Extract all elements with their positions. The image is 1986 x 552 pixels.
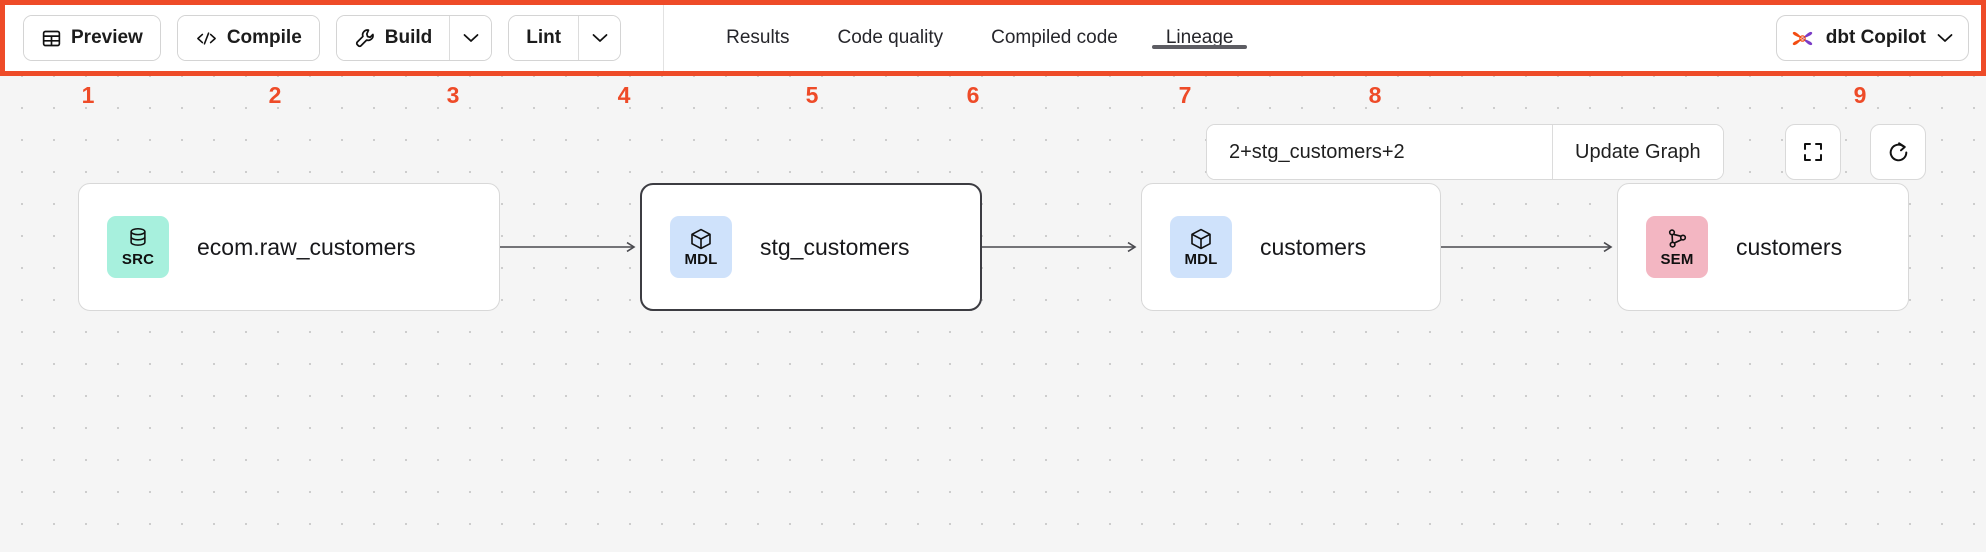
lineage-node-customers[interactable]: MDL customers — [1141, 183, 1441, 311]
tab-results[interactable]: Results — [702, 27, 813, 49]
annotation-marker-4: 4 — [617, 82, 631, 108]
lineage-node-label: ecom.raw_customers — [197, 233, 416, 260]
lint-button-label: Lint — [526, 27, 562, 48]
preview-button-label: Preview — [71, 27, 143, 48]
build-dropdown-button[interactable] — [449, 16, 492, 60]
toolbar-divider — [663, 5, 665, 71]
build-button[interactable]: Build — [336, 16, 450, 60]
node-badge-sem-label: SEM — [1660, 251, 1694, 268]
tab-lineage-label: Lineage — [1165, 27, 1234, 48]
node-badge-src-label: SRC — [121, 251, 155, 268]
annotation-marker-1: 1 — [81, 82, 95, 108]
dbt-copilot-button[interactable]: dbt Copilot — [1775, 15, 1969, 61]
tab-code-quality-label: Code quality — [837, 27, 944, 48]
node-badge-mdl: MDL — [670, 216, 732, 278]
lineage-node-stg-customers[interactable]: MDL stg_customers — [640, 183, 982, 311]
cube-icon — [1189, 227, 1213, 251]
wrench-icon — [354, 27, 376, 49]
table-icon — [41, 28, 62, 49]
lineage-canvas[interactable]: Update Graph — [0, 76, 1986, 552]
dbt-copilot-label: dbt Copilot — [1825, 27, 1926, 48]
tab-code-quality[interactable]: Code quality — [813, 27, 967, 49]
update-graph-label: Update Graph — [1575, 140, 1701, 163]
node-badge-mdl-label: MDL — [1184, 251, 1218, 268]
compile-button-group[interactable]: Compile — [176, 15, 320, 61]
graph-query-input[interactable] — [1207, 125, 1552, 179]
annotation-marker-2: 2 — [268, 82, 282, 108]
edge-src-to-stg — [500, 241, 636, 253]
chevron-down-icon — [1937, 33, 1953, 43]
tab-compiled-code-label: Compiled code — [991, 27, 1118, 48]
compile-button-label: Compile — [226, 27, 302, 48]
database-icon — [127, 227, 149, 251]
compile-button[interactable]: Compile — [177, 16, 319, 60]
lint-button[interactable]: Lint — [509, 16, 579, 60]
annotation-marker-7: 7 — [1178, 82, 1192, 108]
annotation-marker-6: 6 — [966, 82, 980, 108]
lineage-node-src-raw-customers[interactable]: SRC ecom.raw_customers — [78, 183, 500, 311]
node-badge-sem: SEM — [1646, 216, 1708, 278]
fullscreen-icon — [1801, 140, 1825, 164]
lineage-node-label: stg_customers — [760, 233, 910, 260]
lint-button-group[interactable]: Lint — [508, 15, 622, 61]
preview-button-group[interactable]: Preview — [23, 15, 161, 61]
lineage-node-sem-customers[interactable]: SEM customers — [1617, 183, 1909, 311]
refresh-icon — [1886, 140, 1911, 165]
node-badge-mdl-label: MDL — [684, 251, 718, 268]
node-badge-src: SRC — [107, 216, 169, 278]
build-button-group[interactable]: Build — [335, 15, 493, 61]
chevron-down-icon — [592, 33, 608, 43]
edge-customers-to-sem — [1441, 241, 1613, 253]
graph-query-group: Update Graph — [1206, 124, 1724, 180]
tab-lineage[interactable]: Lineage — [1142, 27, 1258, 49]
cube-icon — [689, 227, 713, 251]
fullscreen-button[interactable] — [1785, 124, 1841, 180]
toolbar-highlight-region: Preview Compile — [0, 0, 1986, 76]
annotation-marker-3: 3 — [446, 82, 460, 108]
code-icon — [195, 28, 218, 49]
node-badge-mdl: MDL — [1170, 216, 1232, 278]
refresh-graph-button[interactable] — [1870, 124, 1926, 180]
annotation-marker-9: 9 — [1853, 82, 1867, 108]
semantic-node-icon — [1665, 227, 1689, 251]
lineage-node-label: customers — [1736, 233, 1843, 260]
preview-button[interactable]: Preview — [24, 16, 160, 60]
annotation-marker-8: 8 — [1368, 82, 1382, 108]
dbt-copilot-icon — [1790, 26, 1815, 51]
result-tabs: Results Code quality Compiled code Linea… — [702, 27, 1257, 49]
edge-stg-to-customers — [982, 241, 1137, 253]
chevron-down-icon — [463, 33, 479, 43]
build-button-label: Build — [384, 27, 433, 48]
annotation-marker-5: 5 — [805, 82, 819, 108]
lint-dropdown-button[interactable] — [578, 16, 621, 60]
top-toolbar: Preview Compile — [5, 5, 1981, 71]
tab-results-label: Results — [726, 27, 790, 48]
update-graph-button[interactable]: Update Graph — [1552, 125, 1723, 179]
tab-compiled-code[interactable]: Compiled code — [967, 27, 1142, 49]
lineage-node-label: customers — [1260, 233, 1367, 260]
